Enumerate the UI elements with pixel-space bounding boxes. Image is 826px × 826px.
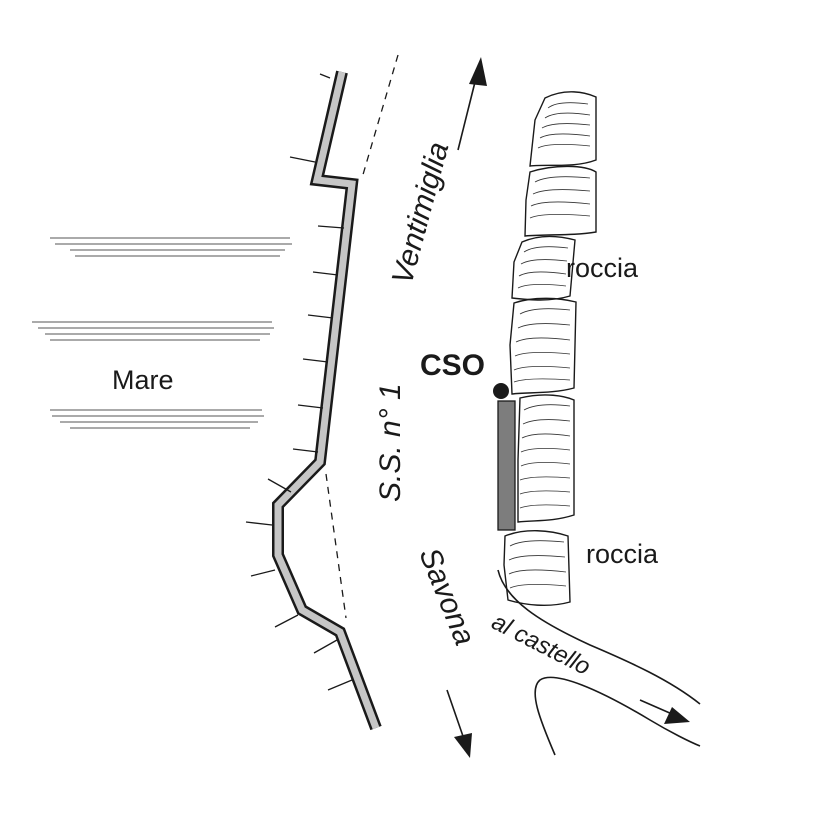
road-label: S.S. n° 1 (374, 383, 407, 502)
sea-label: Mare (112, 365, 174, 395)
castle-branch-road (497, 569, 701, 756)
rock-block (503, 530, 571, 607)
sea-hatching (32, 237, 292, 429)
north-direction-arrow (457, 57, 487, 151)
station-label: CSO (420, 349, 485, 382)
rock-block (511, 235, 576, 301)
rock-label-lower: roccia (586, 539, 659, 569)
coastal-wall (272, 70, 382, 731)
rock-formation (503, 91, 597, 607)
wall-ticks (245, 73, 353, 691)
station-marker (493, 383, 509, 399)
north-direction-label: Ventimiglia (386, 139, 456, 288)
south-direction-label: Savona (413, 543, 482, 650)
castle-direction-arrow (639, 699, 690, 724)
rock-block (509, 297, 577, 395)
rock-block (517, 394, 575, 523)
cso-station (493, 383, 516, 531)
south-direction-arrow (446, 689, 472, 758)
road-edge-dashes (325, 54, 399, 619)
rock-block (529, 91, 597, 167)
rock-label-upper: roccia (566, 253, 639, 283)
rock-block (524, 165, 597, 237)
rock-texture (508, 102, 591, 589)
station-bar (497, 400, 516, 531)
